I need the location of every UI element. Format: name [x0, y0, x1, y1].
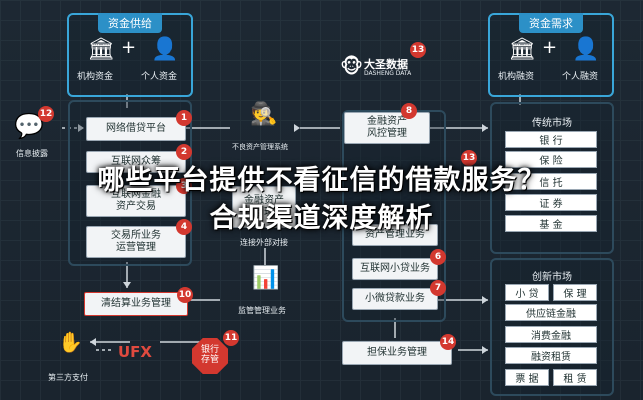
bad-asset-label: 不良资产管理系统: [232, 143, 288, 151]
asset-business-box[interactable]: 资产管理业务: [352, 224, 438, 246]
clearing-box[interactable]: 清结算业务管理: [84, 292, 188, 316]
step-badge-12: 12: [38, 106, 54, 122]
center-business-panel: [342, 110, 446, 322]
ufx-logo: UFX: [118, 343, 152, 361]
asset-trading-box[interactable]: 互联网金融 资产交易: [86, 185, 186, 217]
chart-board-icon: 📊: [252, 266, 280, 291]
step-badge-13b: 13: [461, 150, 477, 166]
step-badge-11: 11: [223, 330, 239, 346]
risk-control-box[interactable]: 金融资产 风控管理: [344, 112, 430, 144]
info-disclosure-label: 信息披露: [16, 149, 48, 158]
person-icon: 👤: [572, 37, 600, 62]
individual-funds-label: 个人资金: [141, 72, 178, 82]
headline-line-2: 合规渠道深度解析: [209, 203, 434, 234]
step-badge-13: 13: [410, 42, 426, 58]
risk-control-text: 金融资产 风控管理: [367, 115, 407, 140]
institution-financing-label: 机构融资: [498, 72, 535, 82]
demand-panel: 资金需求 🏛 + 👤 机构融资 个人融资: [488, 13, 614, 97]
step-badge-8: 8: [401, 103, 417, 119]
asset-business-text: 资产管理业务: [365, 228, 425, 240]
step-badge-4: 4: [176, 219, 192, 235]
asset-trading-text: 互联网金融 资产交易: [111, 188, 161, 213]
clearing-text: 清结算业务管理: [101, 297, 171, 309]
market-item-bank[interactable]: 银 行: [505, 131, 597, 148]
bank-icon: 🏛: [87, 37, 115, 62]
exchange-ops-box[interactable]: 交易所业务 运营管理: [86, 226, 186, 258]
traditional-market-title: 传统市场: [532, 118, 572, 129]
market-item-leasing-finance[interactable]: 融资租赁: [505, 347, 597, 364]
market-item-leasing[interactable]: 租 赁: [553, 369, 597, 386]
step-badge-1: 1: [176, 110, 192, 126]
market-item-fund[interactable]: 基 金: [505, 215, 597, 232]
step-badge-14: 14: [440, 334, 456, 350]
bank-icon: 🏛: [508, 37, 536, 62]
demand-panel-title: 资金需求: [519, 13, 583, 33]
institution-funds-label: 机构资金: [77, 72, 114, 82]
dasheng-logo-sub: DASHENG DATA: [364, 70, 412, 77]
small-loan-box[interactable]: 小微贷款业务: [352, 288, 438, 310]
hand-icon: ✋: [58, 330, 83, 354]
market-item-factoring[interactable]: 保 理: [553, 284, 597, 301]
crowdfunding-text: 互联网众筹: [111, 155, 161, 167]
market-item-supply-chain[interactable]: 供应链金融: [505, 304, 597, 321]
market-item-bills[interactable]: 票 据: [505, 369, 549, 386]
crowdfunding-box[interactable]: 互联网众筹: [86, 151, 186, 173]
asset-management-box[interactable]: 金融资产 管理: [232, 186, 296, 228]
market-item-consumer-finance[interactable]: 消费金融: [505, 326, 597, 343]
plus-icon: +: [542, 37, 558, 58]
small-loan-text: 小微贷款业务: [365, 292, 425, 304]
exchange-ops-text: 交易所业务 运营管理: [111, 229, 161, 254]
bank-custody-badge: 银行 存管: [192, 338, 228, 374]
individual-financing-label: 个人融资: [562, 72, 599, 82]
third-party-pay-label: 第三方支付: [48, 373, 88, 382]
headline-line-1: 哪些平台提供不看征信的借款服务？: [97, 165, 546, 196]
market-item-trust[interactable]: 信 托: [505, 173, 597, 190]
supply-panel-title: 资金供给: [98, 13, 162, 33]
step-badge-10: 10: [177, 287, 193, 303]
plus-icon: +: [121, 37, 137, 58]
bank-custody-text: 银行 存管: [200, 345, 219, 365]
p2p-platform-box[interactable]: 网络借贷平台: [86, 117, 186, 141]
regulation-label: 监管管理业务: [238, 306, 286, 315]
thief-icon: 🕵: [250, 102, 278, 127]
innovative-market-title: 创新市场: [532, 272, 572, 283]
market-item-securities[interactable]: 证 券: [505, 194, 597, 211]
guarantee-box[interactable]: 担保业务管理: [342, 341, 452, 365]
dasheng-logo-name: 大圣数据: [364, 58, 408, 71]
step-badge-7: 7: [430, 280, 446, 296]
step-badge-3: 3: [176, 178, 192, 194]
market-item-insurance[interactable]: 保 险: [505, 151, 597, 168]
online-microloan-box[interactable]: 互联网小贷业务: [352, 258, 438, 280]
step-badge-2: 2: [176, 144, 192, 160]
person-icon: 👤: [151, 37, 179, 62]
monkey-logo-icon: 🐵: [340, 54, 364, 78]
guarantee-text: 担保业务管理: [367, 346, 427, 358]
external-link-label: 连接外部对接: [240, 238, 288, 247]
step-badge-6: 6: [430, 249, 446, 265]
supply-panel: 资金供给 🏛 + 👤 机构资金 个人资金: [67, 13, 193, 97]
online-microloan-text: 互联网小贷业务: [360, 262, 430, 274]
p2p-platform-text: 网络借贷平台: [106, 122, 166, 134]
asset-management-text: 金融资产 管理: [244, 194, 284, 219]
market-item-microloan[interactable]: 小 贷: [505, 284, 549, 301]
